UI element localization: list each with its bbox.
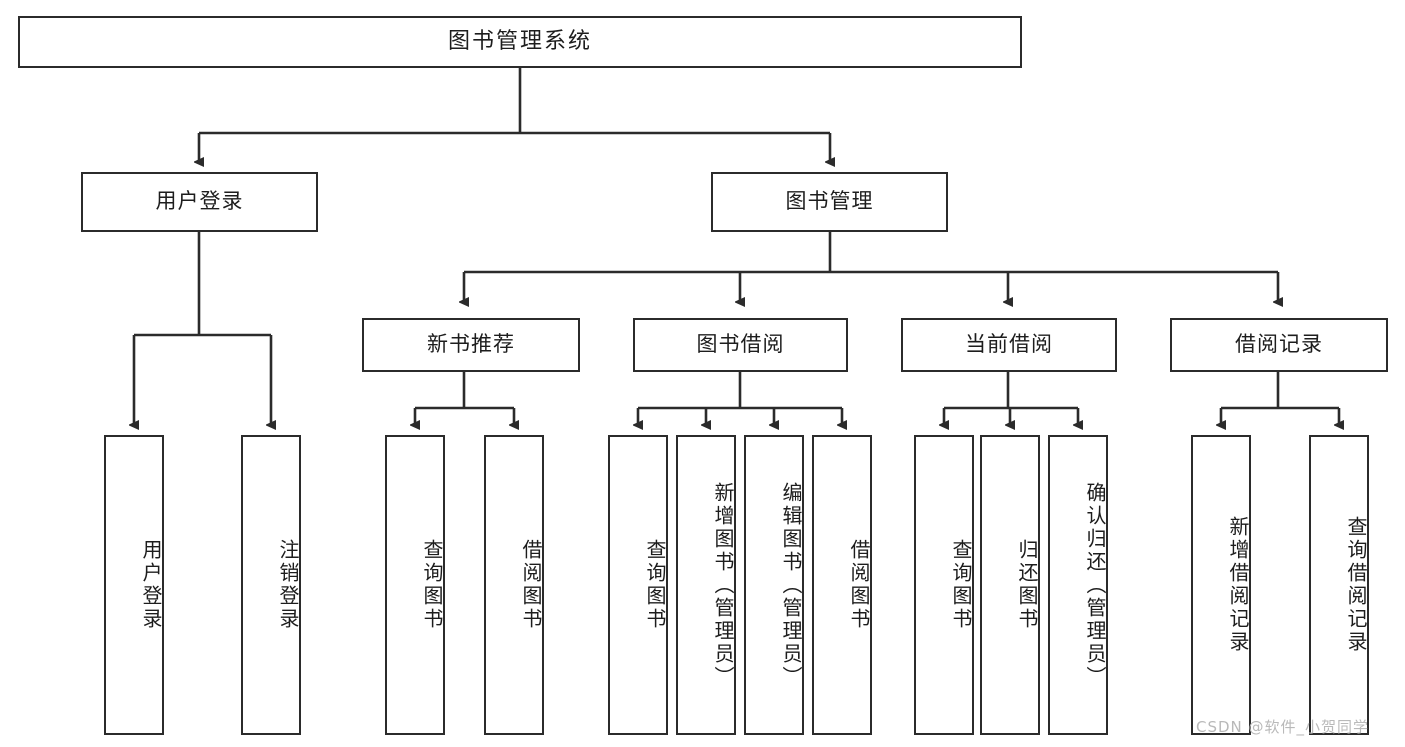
leaf-current-borrow-query[interactable]: 查询图书 [914, 435, 974, 735]
node-label: 新增图书（管理员） [711, 481, 735, 689]
node-label: 借阅图书 [847, 539, 871, 631]
node-label: 用户登录 [155, 189, 244, 214]
node-label: 用户登录 [139, 539, 163, 631]
node-label: 查询图书 [643, 539, 667, 631]
node-book-borrow[interactable]: 图书借阅 [633, 318, 848, 372]
node-current-borrow[interactable]: 当前借阅 [901, 318, 1117, 372]
node-borrow-record[interactable]: 借阅记录 [1170, 318, 1388, 372]
node-new-book-recommend[interactable]: 新书推荐 [362, 318, 580, 372]
leaf-book-borrow-query[interactable]: 查询图书 [608, 435, 668, 735]
leaf-borrow-record-add[interactable]: 新增借阅记录 [1191, 435, 1251, 735]
node-label: 图书管理系统 [447, 28, 592, 54]
node-label: 查询借阅记录 [1344, 516, 1368, 654]
node-book-management[interactable]: 图书管理 [711, 172, 948, 232]
node-label: 查询图书 [420, 539, 444, 631]
leaf-book-borrow-edit[interactable]: 编辑图书（管理员） [744, 435, 804, 735]
node-label: 当前借阅 [965, 332, 1053, 357]
node-label: 确认归还（管理员） [1083, 481, 1107, 689]
node-label: 归还图书 [1015, 539, 1039, 631]
csdn-watermark: CSDN @软件_小贺同学 [1196, 718, 1370, 736]
node-root-book-management-system[interactable]: 图书管理系统 [18, 16, 1022, 68]
leaf-new-book-query[interactable]: 查询图书 [385, 435, 445, 735]
node-label: 新增借阅记录 [1226, 516, 1250, 654]
leaf-new-book-borrow[interactable]: 借阅图书 [484, 435, 544, 735]
node-label: 新书推荐 [427, 332, 515, 357]
node-label: 注销登录 [276, 539, 300, 631]
leaf-book-borrow-add[interactable]: 新增图书（管理员） [676, 435, 736, 735]
node-label: 借阅图书 [519, 539, 543, 631]
leaf-current-borrow-confirm-return[interactable]: 确认归还（管理员） [1048, 435, 1108, 735]
leaf-current-borrow-return[interactable]: 归还图书 [980, 435, 1040, 735]
node-label: 借阅记录 [1235, 332, 1323, 357]
node-label: 查询图书 [949, 539, 973, 631]
node-label: 编辑图书（管理员） [779, 481, 803, 689]
node-user-login[interactable]: 用户登录 [81, 172, 318, 232]
leaf-user-login-logout[interactable]: 注销登录 [241, 435, 301, 735]
leaf-borrow-record-query[interactable]: 查询借阅记录 [1309, 435, 1369, 735]
leaf-book-borrow-borrow[interactable]: 借阅图书 [812, 435, 872, 735]
node-label: 图书借阅 [696, 332, 785, 357]
leaf-user-login-login[interactable]: 用户登录 [104, 435, 164, 735]
node-label: 图书管理 [785, 189, 874, 214]
